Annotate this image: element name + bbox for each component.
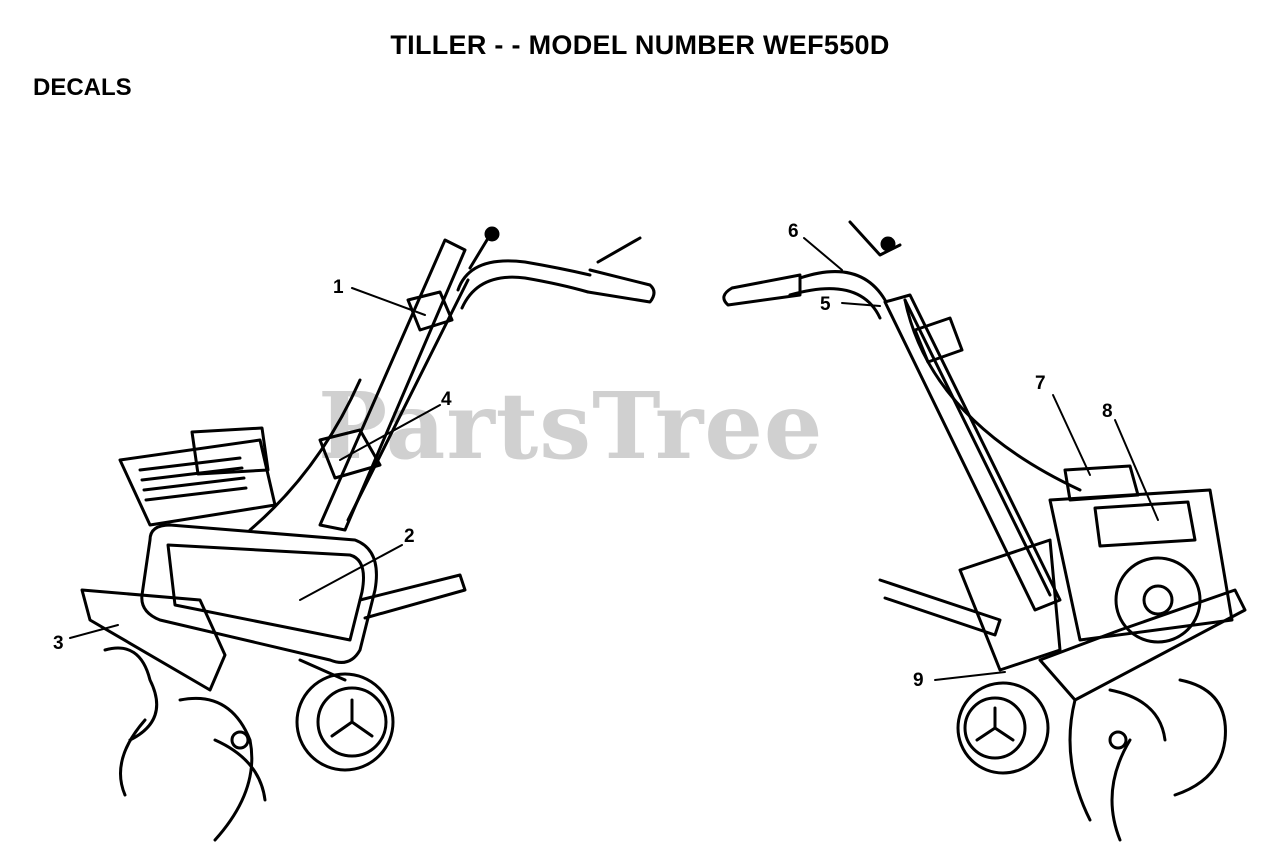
right-wheel-rim: [963, 696, 1027, 760]
left-wheel-spokes: [330, 698, 374, 738]
leader-lines: [69, 237, 1159, 681]
leader-1: [351, 287, 426, 316]
left-wheel-rim: [316, 686, 388, 758]
right-control-cable: [903, 298, 1082, 492]
right-handle-upright: [883, 293, 1062, 612]
left-handle-bar: [456, 259, 592, 292]
left-tines: [103, 646, 267, 842]
right-handle-bar: [798, 270, 887, 302]
left-grip: [586, 268, 656, 304]
right-engine-decal: [1093, 500, 1197, 548]
left-tiller: [80, 226, 656, 842]
callout-6: 6: [788, 221, 799, 242]
right-recoil-hub: [1142, 584, 1174, 616]
leader-6: [803, 237, 843, 271]
right-handle-bar-lower: [788, 287, 882, 320]
right-tines: [1068, 678, 1227, 842]
right-frame: [958, 538, 1062, 672]
right-wheel-spokes: [975, 706, 1015, 742]
callout-3: 3: [53, 633, 64, 654]
left-lever-knob-stem: [468, 233, 492, 270]
leader-3: [69, 624, 119, 639]
right-lever-knob: [880, 236, 896, 252]
right-handle-inner: [903, 298, 1052, 597]
section-title: DECALS: [33, 74, 132, 101]
callout-1: 1: [333, 277, 344, 298]
left-engine-block: [118, 438, 277, 527]
left-air-filter: [190, 426, 270, 476]
leader-8: [1114, 419, 1159, 521]
right-grip: [722, 273, 802, 307]
left-depth-bar: [358, 573, 467, 620]
right-tine-shield: [1038, 588, 1247, 702]
left-belt-cover: [140, 523, 378, 664]
right-tiller: [722, 220, 1247, 842]
left-belt-cover-inner: [166, 543, 365, 642]
right-tine-hub: [1108, 730, 1128, 750]
left-tine-shield: [80, 588, 227, 692]
left-control-cable: [248, 378, 362, 532]
left-handle-bar-lower: [460, 275, 590, 310]
right-recoil-starter: [1114, 556, 1202, 644]
callout-7: 7: [1035, 373, 1046, 394]
left-tine-hub: [230, 730, 250, 750]
right-depth-bar: [878, 578, 1002, 637]
callout-8: 8: [1102, 401, 1113, 422]
left-throttle-lever: [596, 236, 642, 264]
callout-5: 5: [820, 294, 831, 315]
callout-4: 4: [441, 389, 452, 410]
left-decal-bracket: [406, 290, 454, 332]
left-decal-panel: [318, 428, 382, 480]
right-engine-block: [1048, 488, 1234, 642]
leader-9: [934, 671, 1006, 681]
left-engine-fins: [138, 456, 248, 502]
right-wheel: [956, 681, 1050, 775]
callout-9: 9: [913, 670, 924, 691]
left-wheel: [295, 672, 395, 772]
leader-2: [299, 544, 403, 601]
leader-4: [339, 404, 441, 461]
leader-7: [1052, 394, 1091, 476]
page-title: TILLER - - MODEL NUMBER WEF550D: [390, 30, 890, 60]
callout-2: 2: [404, 526, 415, 547]
left-lever-knob: [484, 226, 500, 242]
leader-5: [841, 302, 881, 307]
left-wheel-bracket: [298, 658, 347, 682]
